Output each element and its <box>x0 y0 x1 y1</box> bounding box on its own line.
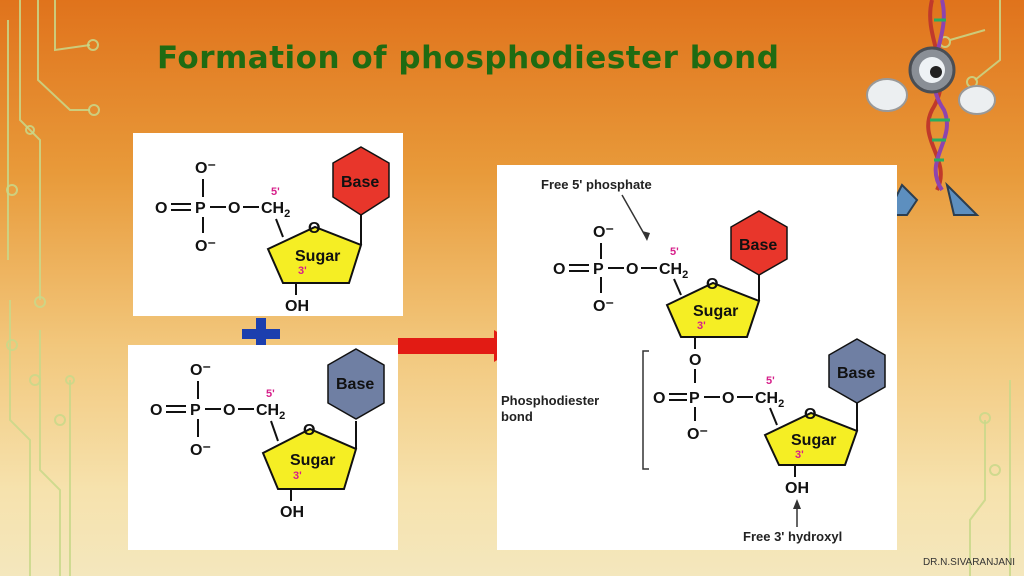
svg-text:CH2: CH2 <box>659 261 688 281</box>
base-hexagon-red <box>332 146 390 216</box>
base-hexagon-red <box>730 210 788 276</box>
ring-o: O <box>706 276 718 293</box>
oh-label: OH <box>785 480 809 497</box>
phosphate-o-right: O <box>223 402 235 419</box>
ring-o: O <box>303 422 315 439</box>
plus-icon <box>242 318 280 350</box>
svg-text:CH2: CH2 <box>261 200 290 220</box>
prime-3-label: 3' <box>795 449 804 461</box>
base-label: Base <box>336 376 374 393</box>
phosphate-p: P <box>195 200 206 217</box>
phosphate-o-bottom: O⁻ <box>593 298 614 315</box>
svg-text:CH2: CH2 <box>755 390 784 410</box>
ch2-label: CH <box>256 402 279 419</box>
author-credit: DR.N.SIVARANJANI <box>922 557 1015 568</box>
free-3-hydroxyl-label: Free 3' hydroxyl <box>743 529 842 544</box>
sugar-label: Sugar <box>290 452 335 469</box>
dna-mascot-illustration <box>866 0 996 216</box>
sugar-ring <box>763 411 859 466</box>
ch2-label: CH <box>755 390 778 407</box>
phosphate-o-left: O <box>653 390 665 407</box>
phosphodiester-label-line2: bond <box>501 409 533 424</box>
prime-5-label: 5' <box>266 388 275 400</box>
oh-label: OH <box>280 504 304 521</box>
ch2-subscript: 2 <box>682 269 688 281</box>
phosphate-o-bottom: O⁻ <box>687 426 708 443</box>
phosphate-o-bottom: O⁻ <box>190 442 211 459</box>
molecule-panel-1: O⁻ O P O CH2 5' O⁻ O Sugar 3' OH Base <box>133 133 403 316</box>
phosphate-p: P <box>190 402 201 419</box>
prime-3-label: 3' <box>697 320 706 332</box>
base-label: Base <box>341 174 379 191</box>
product-panel: Free 5' phosphate O⁻ O P O CH2 5' O⁻ O S… <box>497 165 897 550</box>
phosphate-o-bottom: O⁻ <box>195 238 216 255</box>
phosphate-o-top: O⁻ <box>190 362 211 379</box>
ring-o: O <box>804 406 816 423</box>
prime-3-label: 3' <box>293 470 302 482</box>
sugar-label: Sugar <box>693 303 738 320</box>
prime-5-label: 5' <box>670 246 679 258</box>
sugar-label: Sugar <box>791 432 836 449</box>
base-hexagon-gray <box>327 348 385 420</box>
svg-text:CH2: CH2 <box>256 402 285 422</box>
sugar-label: Sugar <box>295 248 340 265</box>
ch2-label: CH <box>659 261 682 278</box>
ch2-subscript: 2 <box>778 398 784 410</box>
sugar-ring <box>261 427 358 490</box>
base-hexagon-gray <box>828 338 886 404</box>
phosphate-p: P <box>689 390 700 407</box>
linking-o: O <box>689 352 701 369</box>
phosphate-o-top: O⁻ <box>593 224 614 241</box>
phosphate-o-left: O <box>553 261 565 278</box>
sugar-ring <box>266 225 363 284</box>
ch2-label: CH <box>261 200 284 217</box>
phosphate-o-left: O <box>155 200 167 217</box>
free-5-phosphate-label: Free 5' phosphate <box>541 177 652 192</box>
phosphodiester-label-line1: Phosphodiester <box>501 393 599 408</box>
prime-5-label: 5' <box>271 186 280 198</box>
oh-label: OH <box>285 298 309 315</box>
phosphate-o-right: O <box>228 200 240 217</box>
base-label: Base <box>739 237 777 254</box>
ring-o: O <box>308 220 320 237</box>
phosphate-o-right: O <box>722 390 734 407</box>
prime-3-label: 3' <box>298 265 307 277</box>
phosphate-o-top: O⁻ <box>195 160 216 177</box>
molecule-panel-2: O⁻ O P O CH2 5' O⁻ O Sugar 3' OH Base <box>128 345 398 550</box>
phosphate-p: P <box>593 261 604 278</box>
sugar-ring <box>665 281 761 338</box>
base-label: Base <box>837 365 875 382</box>
bond-bracket <box>642 350 649 470</box>
slide-title: Formation of phosphodiester bond <box>157 40 780 76</box>
phosphate-o-right: O <box>626 261 638 278</box>
prime-5-label: 5' <box>766 375 775 387</box>
phosphate-o-left: O <box>150 402 162 419</box>
ch2-subscript: 2 <box>279 410 285 422</box>
ch2-subscript: 2 <box>284 208 290 220</box>
